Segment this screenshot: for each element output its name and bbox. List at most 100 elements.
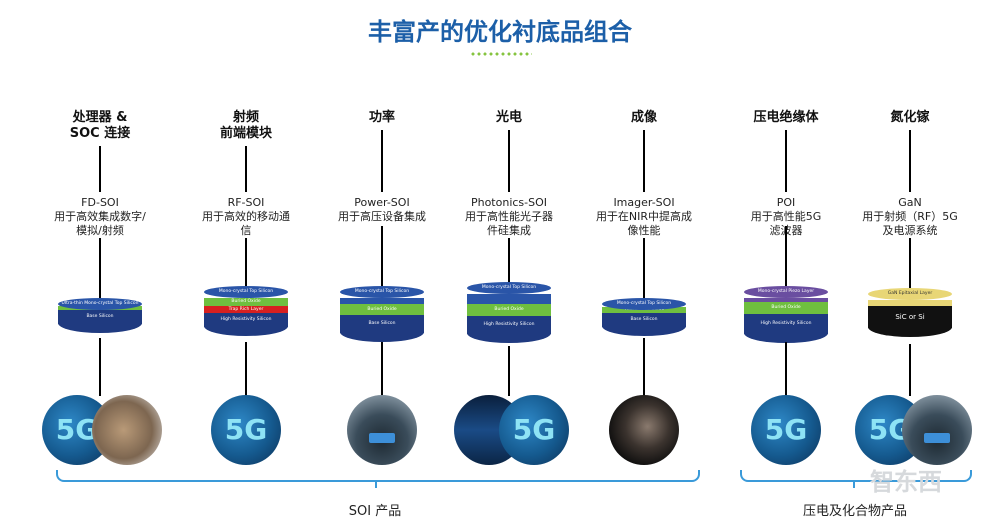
connector-line bbox=[909, 130, 911, 192]
5g-image: 5G bbox=[211, 395, 281, 465]
5g-image: 5G bbox=[499, 395, 569, 465]
face-image bbox=[609, 395, 679, 465]
connector-line bbox=[643, 130, 645, 192]
product-desc: 用于高效集成数字/ 模拟/射频 bbox=[54, 210, 146, 237]
connector-line bbox=[381, 342, 383, 396]
wafer-base bbox=[467, 333, 551, 343]
wafer-stack: Mono-crystal Piezo Layer Buried Oxide Hi… bbox=[744, 286, 828, 343]
column-desc: POI 用于高性能5G 滤波器 bbox=[720, 196, 852, 238]
piezo-bracket bbox=[740, 470, 972, 482]
soi-bracket-notch bbox=[375, 480, 377, 488]
product-desc: 用于高效的移动通 信 bbox=[202, 210, 290, 237]
field-image bbox=[92, 395, 162, 465]
product-desc: 用于高压设备集成 bbox=[338, 210, 426, 223]
wafer-layer: High Resistivity Silicon bbox=[467, 316, 551, 334]
connector-line bbox=[643, 338, 645, 396]
product-name: FD-SOI bbox=[81, 196, 119, 209]
wafer-stack: Mono-crystal Top Silicon Buried Oxide Tr… bbox=[204, 286, 288, 336]
wafer-stack: Mono-crystal Top Silicon Buried Oxide Hi… bbox=[467, 282, 551, 343]
connector-line bbox=[99, 146, 101, 192]
column-poi: 压电绝缘体 POI 用于高性能5G 滤波器 Mono-crystal Piezo… bbox=[726, 110, 846, 470]
column-heading: 功率 bbox=[368, 110, 395, 125]
wafer-layer: Mono-crystal Top Silicon bbox=[602, 298, 686, 310]
wafer-stack: Mono-crystal Top Silicon Thin Buried Oxi… bbox=[602, 298, 686, 336]
wafer-stack: GaN Epitaxial Layer SiC or Si bbox=[868, 288, 952, 337]
wafer-layer: Mono-crystal Piezo Layer bbox=[744, 286, 828, 298]
wafer-stack: Ultra-thin Mono-crystal Top Silicon Ultr… bbox=[58, 298, 142, 333]
wafer-layer: Base Silicon bbox=[58, 310, 142, 324]
wafer-layer-fill bbox=[744, 298, 828, 302]
product-name: RF-SOI bbox=[227, 196, 265, 209]
wafer-layer-fill bbox=[340, 298, 424, 304]
wafer-layer-fill bbox=[467, 294, 551, 304]
connector-line bbox=[785, 226, 787, 286]
connector-line bbox=[909, 238, 911, 288]
soi-bracket-label: SOI 产品 bbox=[348, 504, 402, 519]
connector-line bbox=[508, 346, 510, 396]
wafer-base bbox=[340, 332, 424, 342]
wafer-layer: Buried Oxide bbox=[744, 302, 828, 314]
wafer-layer: High Resistivity Silicon bbox=[744, 314, 828, 334]
wafer-layer: Mono-crystal Top Silicon bbox=[467, 282, 551, 294]
piezo-bracket-label: 压电及化合物产品 bbox=[802, 504, 907, 519]
wafer-base bbox=[744, 333, 828, 343]
product-desc: 用于高性能5G 滤波器 bbox=[750, 210, 822, 237]
car-dashboard-image bbox=[347, 395, 417, 465]
connector-line bbox=[508, 130, 510, 192]
wafer-layer: Buried Oxide bbox=[467, 304, 551, 316]
connector-line bbox=[245, 238, 247, 288]
wafer-layer: Trap Rich Layer bbox=[204, 306, 288, 313]
connector-line bbox=[785, 130, 787, 192]
wafer-base bbox=[602, 326, 686, 336]
column-heading: 处理器 & SOC 连接 bbox=[69, 110, 131, 141]
connector-line bbox=[785, 342, 787, 396]
wafer-layer: Buried Oxide bbox=[340, 304, 424, 315]
wafer-layer: Mono-crystal Top Silicon bbox=[204, 286, 288, 298]
title-divider bbox=[470, 52, 532, 56]
column-heading: 氮化镓 bbox=[890, 110, 930, 125]
wafer-layer-fill bbox=[868, 300, 952, 306]
connector-line bbox=[99, 338, 101, 396]
car-dashboard-image bbox=[902, 395, 972, 465]
connector-line bbox=[643, 238, 645, 298]
connector-line bbox=[909, 344, 911, 396]
wafer-layer: Buried Oxide bbox=[204, 298, 288, 306]
product-name: Photonics-SOI bbox=[470, 196, 548, 209]
product-name: Power-SOI bbox=[354, 196, 410, 209]
connector-line bbox=[381, 226, 383, 286]
product-desc: 用于在NIR中提高成 像性能 bbox=[595, 210, 693, 237]
wafer-layer: Base Silicon bbox=[602, 313, 686, 327]
connector-line bbox=[381, 130, 383, 192]
column-desc: Power-SOI 用于高压设备集成 bbox=[316, 196, 448, 224]
wafer-layer: SiC or Si bbox=[868, 306, 952, 328]
column-heading: 压电绝缘体 bbox=[753, 110, 819, 125]
column-desc: RF-SOI 用于高效的移动通 信 bbox=[180, 196, 312, 238]
connector-line bbox=[245, 146, 247, 192]
column-imager-soi: 成像 Imager-SOI 用于在NIR中提高成 像性能 Mono-crysta… bbox=[584, 110, 704, 470]
soi-bracket bbox=[56, 470, 700, 482]
page-title: 丰富产的优化衬底品组合 bbox=[368, 18, 632, 46]
column-gan: 氮化镓 GaN 用于射频（RF）5G 及电源系统 GaN Epitaxial L… bbox=[850, 110, 972, 470]
product-name: Imager-SOI bbox=[613, 196, 675, 209]
connector-line bbox=[508, 238, 510, 282]
column-heading: 光电 bbox=[495, 110, 522, 125]
column-rf-soi: 射频 前端模块 RF-SOI 用于高效的移动通 信 Mono-crystal T… bbox=[186, 110, 306, 470]
product-name: GaN bbox=[898, 196, 922, 209]
wafer-layer: Ultra-thin Mono-crystal Top Silicon bbox=[58, 298, 142, 310]
product-name: POI bbox=[776, 196, 796, 209]
wafer-layer: High Resistivity Silicon bbox=[204, 313, 288, 327]
5g-image: 5G bbox=[751, 395, 821, 465]
wafer-stack: Mono-crystal Top Silicon Buried Oxide Ba… bbox=[340, 286, 424, 342]
piezo-bracket-notch bbox=[853, 480, 855, 488]
wafer-layer: Mono-crystal Top Silicon bbox=[340, 286, 424, 298]
column-heading: 射频 前端模块 bbox=[219, 110, 272, 141]
column-fd-soi: 处理器 & SOC 连接 FD-SOI 用于高效集成数字/ 模拟/射频 Ultr… bbox=[40, 110, 162, 470]
product-desc: 用于射频（RF）5G 及电源系统 bbox=[862, 210, 958, 237]
column-desc: Imager-SOI 用于在NIR中提高成 像性能 bbox=[578, 196, 710, 238]
wafer-base bbox=[204, 326, 288, 336]
connector-line bbox=[99, 238, 101, 298]
column-power-soi: 功率 Power-SOI 用于高压设备集成 Mono-crystal Top S… bbox=[322, 110, 442, 470]
connector-line bbox=[245, 342, 247, 396]
wafer-base bbox=[868, 327, 952, 337]
wafer-layer: GaN Epitaxial Layer bbox=[868, 288, 952, 300]
